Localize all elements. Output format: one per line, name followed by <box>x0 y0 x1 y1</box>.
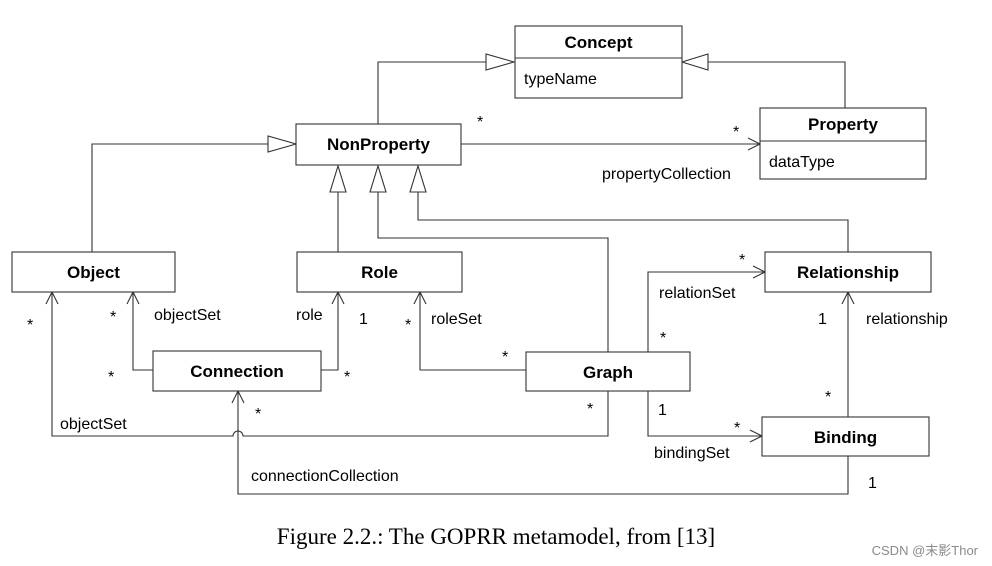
class-connection-name: Connection <box>190 362 284 381</box>
multiplicity-role-one: 1 <box>359 311 368 328</box>
class-object-name: Object <box>67 263 120 282</box>
label-property-collection: propertyCollection <box>602 166 731 183</box>
label-relation-set: relationSet <box>659 285 736 302</box>
generalization-triangle-concept-left <box>485 53 517 71</box>
generalization-triangle-nonproperty-2 <box>369 164 387 193</box>
class-nonproperty-name: NonProperty <box>327 135 431 154</box>
edge-property-concept <box>708 61 846 108</box>
label-object-set-top: objectSet <box>154 307 221 324</box>
multiplicity-obj-conn: * <box>110 309 116 326</box>
class-relationship-name: Relationship <box>797 263 899 282</box>
edge-nonproperty-concept <box>377 61 486 124</box>
figure-caption: Figure 2.2.: The GOPRR metamodel, from [… <box>276 524 716 549</box>
edge-connection-object <box>132 292 153 371</box>
class-binding: Binding <box>761 416 930 457</box>
edge-graph-object <box>51 292 609 437</box>
class-concept-attr: typeName <box>524 71 597 88</box>
class-object: Object <box>11 251 176 293</box>
class-property-name: Property <box>808 115 878 134</box>
class-property: Property dataType <box>759 107 927 180</box>
multiplicity-conn-left: * <box>108 369 114 386</box>
class-graph: Graph <box>525 351 691 392</box>
generalization-triangle-nonproperty-3 <box>409 164 427 193</box>
label-binding-set: bindingSet <box>654 445 730 462</box>
generalization-triangle-concept-right <box>680 53 709 71</box>
label-role-set: roleSet <box>431 311 482 328</box>
multiplicity-rel-top: * <box>739 252 745 269</box>
class-role-name: Role <box>361 263 398 282</box>
generalization-triangle-nonproperty-1 <box>329 164 347 193</box>
class-graph-name: Graph <box>583 363 633 382</box>
multiplicity-graph-one: 1 <box>658 402 667 419</box>
multiplicity-binding-one: 1 <box>868 475 877 492</box>
multiplicity-obj-left: * <box>27 317 33 334</box>
class-property-attr: dataType <box>769 154 835 171</box>
generalization-triangle-nonproperty-left <box>267 135 299 153</box>
edge-graph-role <box>419 292 526 371</box>
edge-binding-connection <box>237 391 849 495</box>
multiplicity-graph-objset: * <box>587 401 593 418</box>
edge-graph-binding <box>647 391 762 437</box>
multiplicity-np-prop-dst: * <box>733 124 739 141</box>
edge-connection-role <box>321 292 339 371</box>
multiplicity-conn-right: * <box>344 369 350 386</box>
label-relationship: relationship <box>866 311 948 328</box>
watermark: CSDN @末影Thor <box>871 543 978 558</box>
multiplicity-conn-bottom: * <box>255 406 261 423</box>
multiplicity-graph-roleset: * <box>502 349 508 366</box>
label-connection-collection: connectionCollection <box>251 468 399 485</box>
multiplicity-rel-one: 1 <box>818 311 827 328</box>
class-nonproperty: NonProperty <box>295 123 462 166</box>
edge-graph-nonproperty <box>377 192 609 352</box>
multiplicity-binding-top: * <box>825 389 831 406</box>
label-role: role <box>296 307 323 324</box>
multiplicity-rel-graph: * <box>660 330 666 347</box>
class-concept-name: Concept <box>565 33 633 52</box>
class-relationship: Relationship <box>764 251 932 293</box>
edge-graph-relationship <box>647 271 765 352</box>
edge-object-nonproperty <box>91 143 268 252</box>
edge-relationship-nonproperty <box>417 192 849 252</box>
multiplicity-roleset-star: * <box>405 317 411 334</box>
label-object-set-bottom: objectSet <box>60 416 127 433</box>
class-connection: Connection <box>152 350 322 392</box>
class-role: Role <box>296 251 463 293</box>
class-binding-name: Binding <box>814 428 877 447</box>
multiplicity-binding-star: * <box>734 420 740 437</box>
class-concept: Concept typeName <box>514 25 683 99</box>
multiplicity-np-prop-src: * <box>477 114 483 131</box>
